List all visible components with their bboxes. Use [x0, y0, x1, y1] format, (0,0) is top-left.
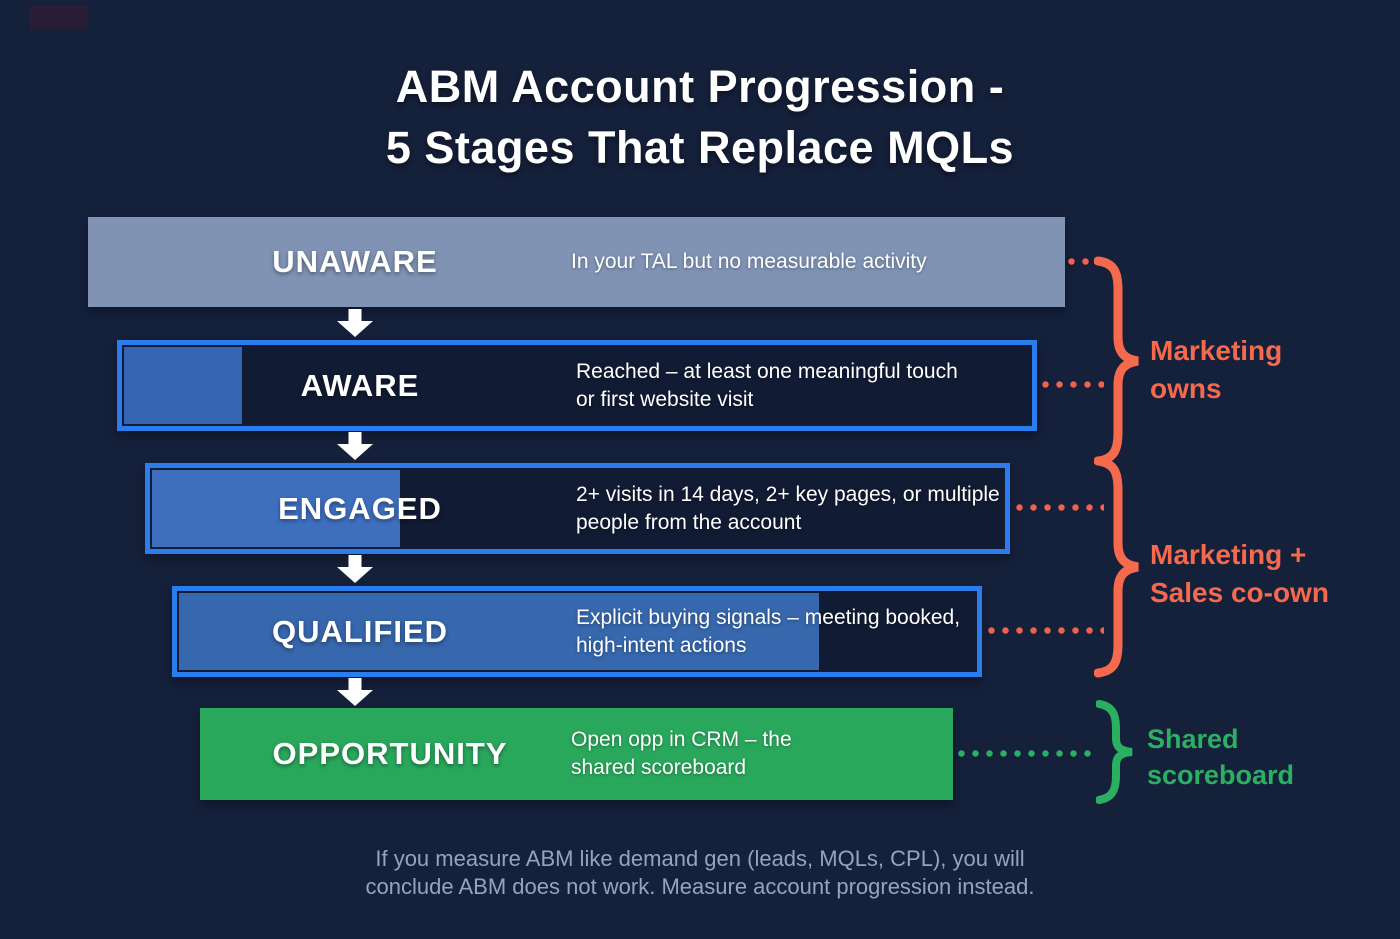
arrow-down-icon: [337, 678, 373, 706]
title-line-1: ABM Account Progression -: [395, 61, 1005, 112]
stage-description-engaged: 2+ visits in 14 days, 2+ key pages, or m…: [576, 482, 1000, 534]
curly-brace-shared-icon: [1096, 700, 1133, 804]
stage-bar-engaged: ENGAGED 2+ visits in 14 days, 2+ key pag…: [145, 463, 1010, 554]
stage-description-opportunity: Open opp in CRM – the shared scoreboard: [571, 728, 792, 779]
stage-bar-opportunity: OPPORTUNITY Open opp in CRM – the shared…: [200, 708, 953, 800]
dotted-connector-unaware: [1068, 258, 1104, 265]
stage-progress-fill: [124, 347, 243, 424]
dotted-connector-engaged: [1016, 504, 1104, 511]
stage-name-engaged: ENGAGED: [278, 490, 442, 526]
stage-name-qualified: QUALIFIED: [271, 613, 449, 649]
page-title: ABM Account Progression - 5 Stages That …: [0, 56, 1400, 178]
footer-line-1: If you measure ABM like demand gen (lead…: [375, 846, 1025, 871]
stage-bar-unaware: UNAWARE In your TAL but no measurable ac…: [88, 217, 1065, 307]
stage-progress-fill: [179, 593, 819, 670]
corner-accent: [30, 6, 88, 29]
stage-bar-qualified: QUALIFIED Explicit buying signals – meet…: [172, 586, 982, 677]
footer-note: If you measure ABM like demand gen (lead…: [0, 845, 1400, 901]
arrow-down-icon: [337, 309, 373, 337]
arrow-down-icon: [337, 555, 373, 583]
ownership-label-marketing-owns: Marketing owns: [1150, 335, 1283, 404]
stage-name-aware: AWARE: [300, 367, 420, 403]
stage-bar-aware: AWARE Reached – at least one meaningful …: [117, 340, 1037, 431]
stage-description-qualified: Explicit buying signals – meeting booked…: [576, 605, 961, 657]
curly-brace-marketing-owns-icon: [1094, 256, 1139, 466]
stage-name-unaware: UNAWARE: [272, 244, 438, 279]
title-line-2: 5 Stages That Replace MQLs: [385, 122, 1015, 173]
ownership-label-shared-scoreboard: Shared scoreboard: [1147, 724, 1295, 790]
dotted-connector-aware: [1042, 381, 1104, 388]
dotted-connector-opportunity: [958, 750, 1098, 757]
stage-description-unaware: In your TAL but no measurable activity: [571, 250, 927, 273]
stage-progress-fill: [152, 470, 400, 547]
arrow-down-icon: [337, 432, 373, 460]
dotted-connector-qualified: [988, 627, 1104, 634]
ownership-label-co-own: Marketing + Sales co-own: [1150, 539, 1329, 608]
curly-brace-co-own-icon: [1094, 456, 1139, 678]
stage-description-aware: Reached – at least one meaningful touch …: [576, 359, 958, 411]
footer-line-2: conclude ABM does not work. Measure acco…: [365, 874, 1035, 899]
stage-name-opportunity: OPPORTUNITY: [272, 736, 508, 771]
